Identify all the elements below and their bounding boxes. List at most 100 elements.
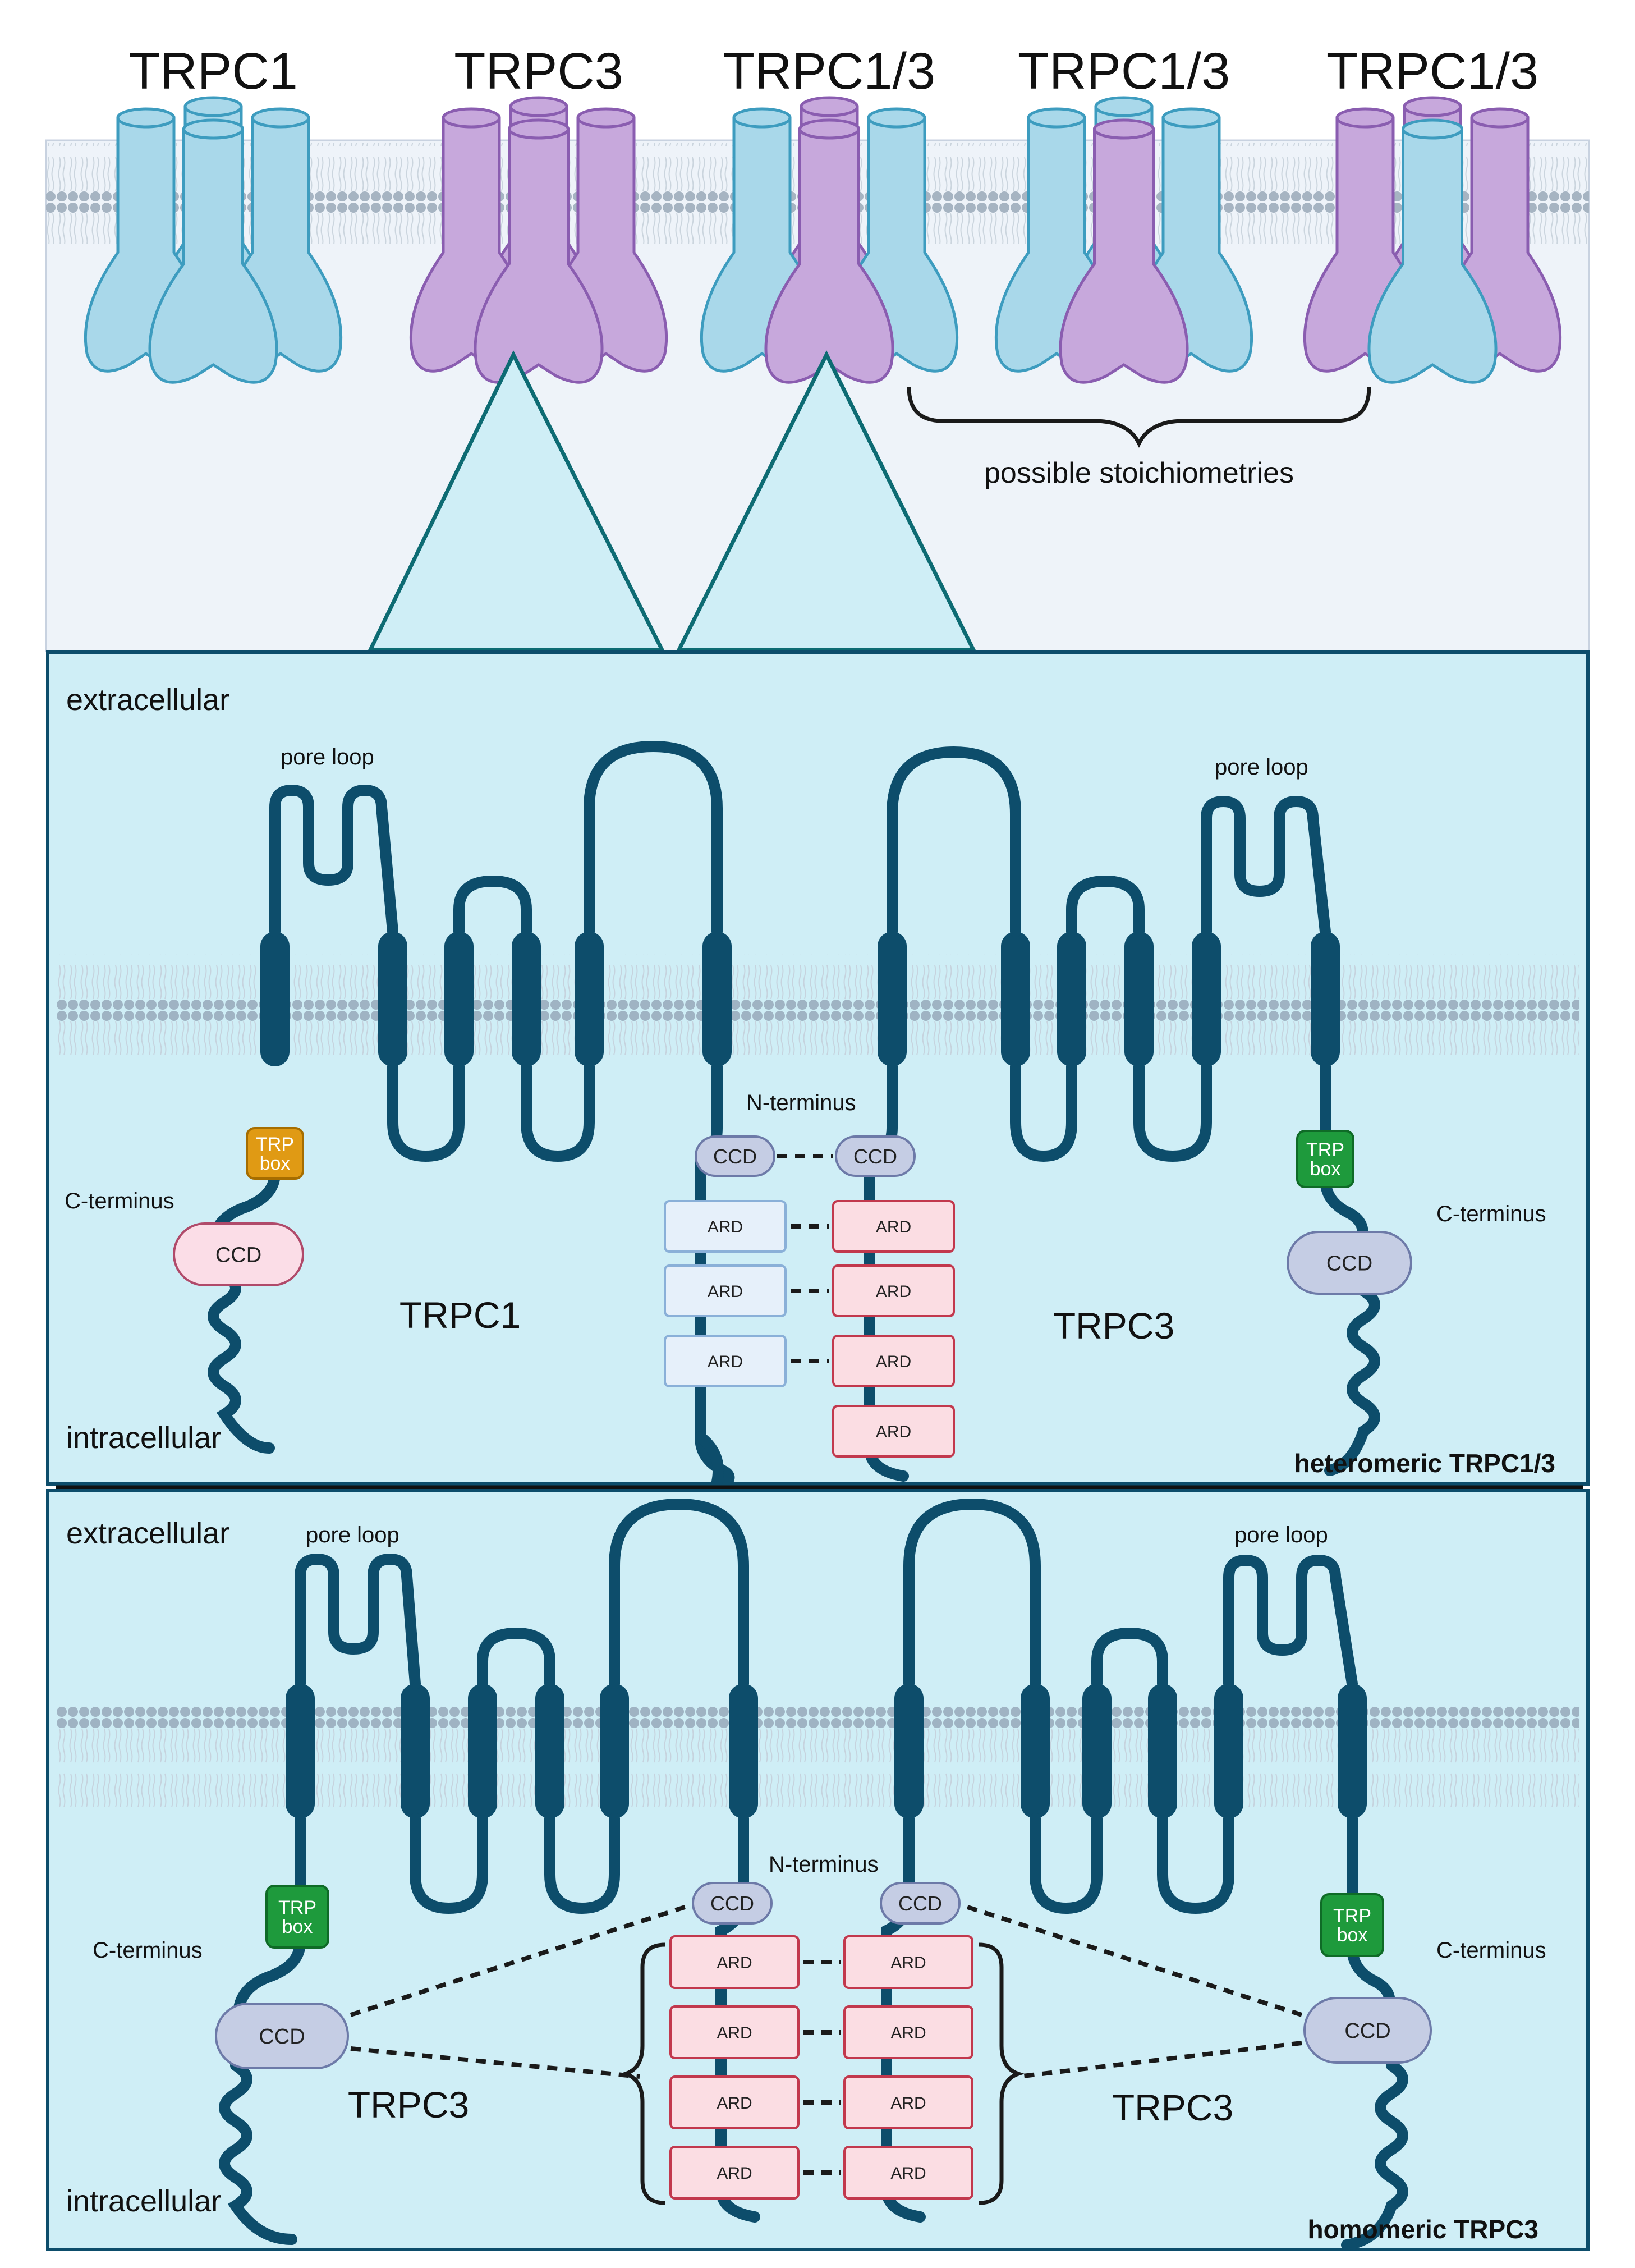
svg-text:TRP: TRP	[1306, 1139, 1344, 1161]
svg-text:CCD: CCD	[898, 1892, 942, 1915]
subunit-label-trpc3-right: TRPC3	[1112, 2087, 1233, 2128]
ard-domain: ARD	[669, 2146, 800, 2200]
channel-label-1: TRPC1	[128, 43, 298, 100]
ard-domain: ARD	[664, 1200, 787, 1253]
intracellular-label: intracellular	[66, 2184, 221, 2218]
svg-text:TRP: TRP	[256, 1134, 294, 1155]
channel-label-3: TRPC1/3	[723, 43, 935, 100]
svg-text:ARD: ARD	[717, 2024, 752, 2042]
channel-label-2: TRPC3	[454, 43, 623, 100]
extracellular-loop-large	[903, 1498, 1041, 1689]
ccd-domain: CCD	[835, 1135, 916, 1177]
subunit-label-trpc3-left: TRPC3	[348, 2084, 469, 2125]
c-terminus-tail	[219, 2060, 297, 2245]
subunit-cap	[183, 96, 243, 117]
c-terminus-tail	[208, 1268, 275, 1454]
transmembrane-helix	[600, 1684, 629, 1818]
c-terminus-label: C-terminus	[1436, 1202, 1546, 1226]
transmembrane-helix	[1311, 932, 1340, 1066]
svg-text:box: box	[1310, 1158, 1341, 1180]
subunit-cap	[182, 118, 244, 140]
transmembrane-helix	[401, 1684, 430, 1818]
channel-label-4: TRPC1/3	[1018, 43, 1230, 100]
ard-brace-right	[979, 1942, 1025, 2205]
intracellular-loop	[410, 1813, 488, 1914]
subunit-cap	[251, 107, 310, 129]
subunit-label-trpc1: TRPC1	[399, 1294, 521, 1336]
transmembrane-helix	[444, 932, 474, 1066]
transmembrane-helix	[1148, 1684, 1177, 1818]
intracellular-label: intracellular	[66, 1421, 221, 1455]
svg-text:ARD: ARD	[717, 1954, 752, 1972]
subunit-cap	[442, 107, 501, 129]
svg-text:CCD: CCD	[1326, 1252, 1372, 1276]
channel-subunit	[148, 127, 278, 384]
n-terminus-label: N-terminus	[746, 1091, 856, 1115]
channel-subunit	[1367, 127, 1498, 384]
transmembrane-helix	[378, 932, 407, 1066]
transmembrane-helix	[1124, 932, 1154, 1066]
svg-text:ARD: ARD	[890, 2024, 926, 2042]
subunit-cap	[1403, 96, 1462, 117]
subunit-cap	[509, 96, 568, 117]
svg-text:ARD: ARD	[717, 2094, 752, 2113]
subunit-cap	[732, 107, 792, 129]
subunit-cap	[867, 107, 926, 129]
subunit-cap	[1161, 107, 1221, 129]
pore-loop-label: pore loop	[281, 745, 374, 769]
extracellular-loop	[1091, 1627, 1168, 1689]
svg-text:ARD: ARD	[708, 1282, 743, 1301]
transmembrane-helix	[575, 932, 604, 1066]
pore-loop-label: pore loop	[306, 1523, 399, 1547]
subunit-cap	[1093, 118, 1155, 140]
svg-text:ARD: ARD	[876, 1218, 911, 1236]
svg-text:ARD: ARD	[876, 1353, 911, 1371]
svg-text:TRP: TRP	[278, 1897, 316, 1918]
svg-text:ARD: ARD	[717, 2164, 752, 2183]
ard-domain: ARD	[669, 2005, 800, 2059]
subunit-cap	[798, 118, 860, 140]
ccd-domain: CCD	[692, 1882, 773, 1925]
ard-domain: ARD	[832, 1264, 955, 1317]
ard-domain: ARD	[664, 1264, 787, 1317]
pore-loop	[295, 1553, 421, 1689]
transmembrane-helix	[1338, 1684, 1367, 1818]
extracellular-loop	[453, 875, 532, 937]
svg-text:box: box	[1337, 1925, 1368, 1946]
intracellular-loop	[544, 1813, 620, 1914]
channel-label-5: TRPC1/3	[1326, 43, 1538, 100]
pore-loop	[1201, 795, 1331, 937]
interaction-line	[350, 1903, 691, 2017]
interaction-line	[1018, 2041, 1302, 2079]
transmembrane-helix	[894, 1684, 924, 1818]
svg-text:ARD: ARD	[876, 1282, 911, 1301]
channel-subunit	[764, 127, 894, 384]
svg-text:CCD: CCD	[1344, 2019, 1390, 2043]
interaction-line	[350, 2046, 640, 2079]
intracellular-loop	[1157, 1813, 1234, 1914]
panel-a-title: heteromeric TRPC1/3	[1294, 1449, 1555, 1478]
transmembrane-helix	[260, 932, 290, 1066]
ard-domain: ARD	[843, 2146, 973, 2200]
transmembrane-helix	[878, 932, 907, 1066]
intracellular-loop	[387, 1061, 465, 1162]
svg-text:ARD: ARD	[708, 1218, 743, 1236]
transmembrane-helix	[286, 1684, 315, 1818]
channel-2	[409, 96, 668, 384]
subunit-label-trpc3: TRPC3	[1053, 1305, 1174, 1346]
ccd-domain: CCD	[1303, 1997, 1432, 2064]
subunit-cap	[1027, 107, 1086, 129]
transmembrane-helix	[702, 932, 732, 1066]
stoichiometry-brace	[907, 387, 1371, 448]
zoom-triangle-right	[676, 350, 977, 652]
transmembrane-helix	[1082, 1684, 1112, 1818]
transmembrane-helix	[512, 932, 541, 1066]
panel-b-title: homomeric TRPC3	[1307, 2215, 1538, 2244]
svg-text:CCD: CCD	[710, 1892, 754, 1915]
intracellular-loop	[521, 1061, 595, 1162]
